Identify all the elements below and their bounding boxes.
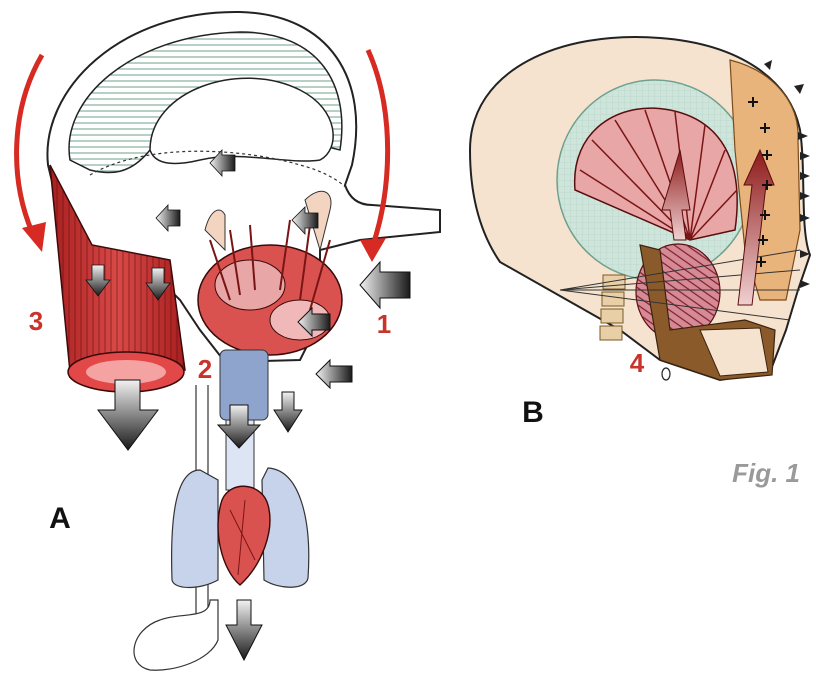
heart bbox=[218, 486, 270, 585]
left-lung bbox=[172, 470, 218, 588]
rotation-arrow-left bbox=[17, 55, 42, 232]
panel-a-label: A bbox=[49, 502, 71, 535]
marker-4: 4 bbox=[630, 348, 645, 378]
figure-caption: Fig. 1 bbox=[732, 458, 800, 488]
stomach-down-arrow bbox=[226, 600, 262, 660]
marker-3: 3 bbox=[29, 306, 43, 336]
marker-1: 1 bbox=[377, 309, 391, 339]
face-left-arrow bbox=[360, 262, 410, 308]
marker-2: 2 bbox=[198, 354, 212, 384]
hyoid-mark bbox=[662, 368, 670, 380]
chin-left-arrow bbox=[316, 360, 352, 388]
panel-a-illustration bbox=[17, 12, 440, 670]
panel-b-illustration bbox=[470, 37, 810, 380]
panel-b-label: B bbox=[522, 396, 544, 429]
stomach bbox=[134, 600, 218, 670]
neck-down-arrow-small bbox=[274, 392, 302, 432]
